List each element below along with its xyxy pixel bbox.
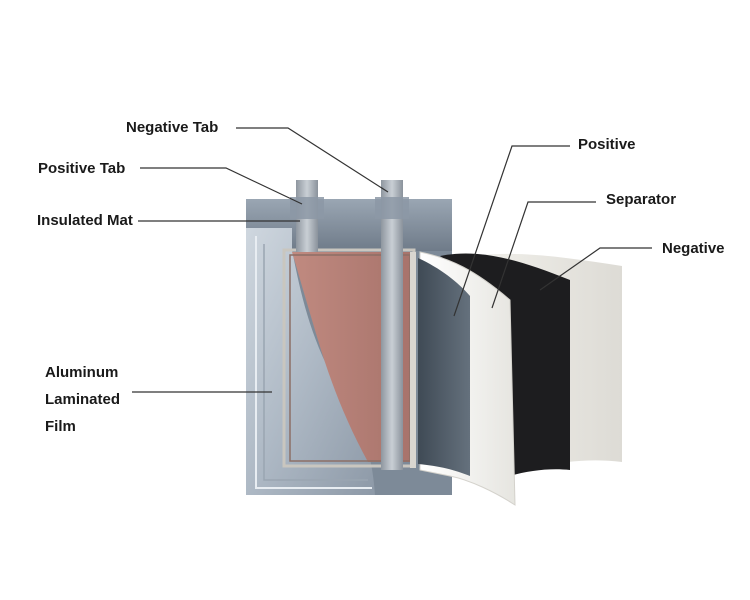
- negative-tab-seal: [375, 197, 409, 219]
- label-negative: Negative: [662, 240, 725, 257]
- leader-negative: [539, 247, 652, 291]
- label-aluminum-line3: Film: [45, 418, 76, 435]
- label-insulated-mat: Insulated Mat: [37, 212, 133, 229]
- leader-separator: [491, 201, 596, 309]
- leader-positive: [453, 145, 570, 317]
- negative-tab-shape: [381, 180, 403, 470]
- label-positive-tab: Positive Tab: [38, 160, 126, 177]
- film-frame-line-inner: [263, 244, 368, 481]
- label-aluminum-line1: Aluminum: [45, 364, 119, 381]
- negative-sheet: [440, 253, 570, 476]
- label-aluminum-laminated-film: Aluminum Laminated Film: [45, 359, 120, 440]
- leader-negative-tab: [236, 127, 389, 193]
- electrode-stack: [292, 252, 410, 462]
- label-aluminum-line2: Laminated: [45, 391, 121, 408]
- case-edge: [410, 252, 416, 468]
- aluminum-laminated-film: [246, 228, 375, 495]
- leader-positive-tab: [140, 167, 303, 205]
- label-positive: Positive: [578, 136, 636, 153]
- positive-sheet: [418, 258, 470, 476]
- label-separator: Separator: [606, 191, 677, 208]
- film-frame-line: [255, 236, 372, 489]
- label-negative-tab: Negative Tab: [126, 119, 219, 136]
